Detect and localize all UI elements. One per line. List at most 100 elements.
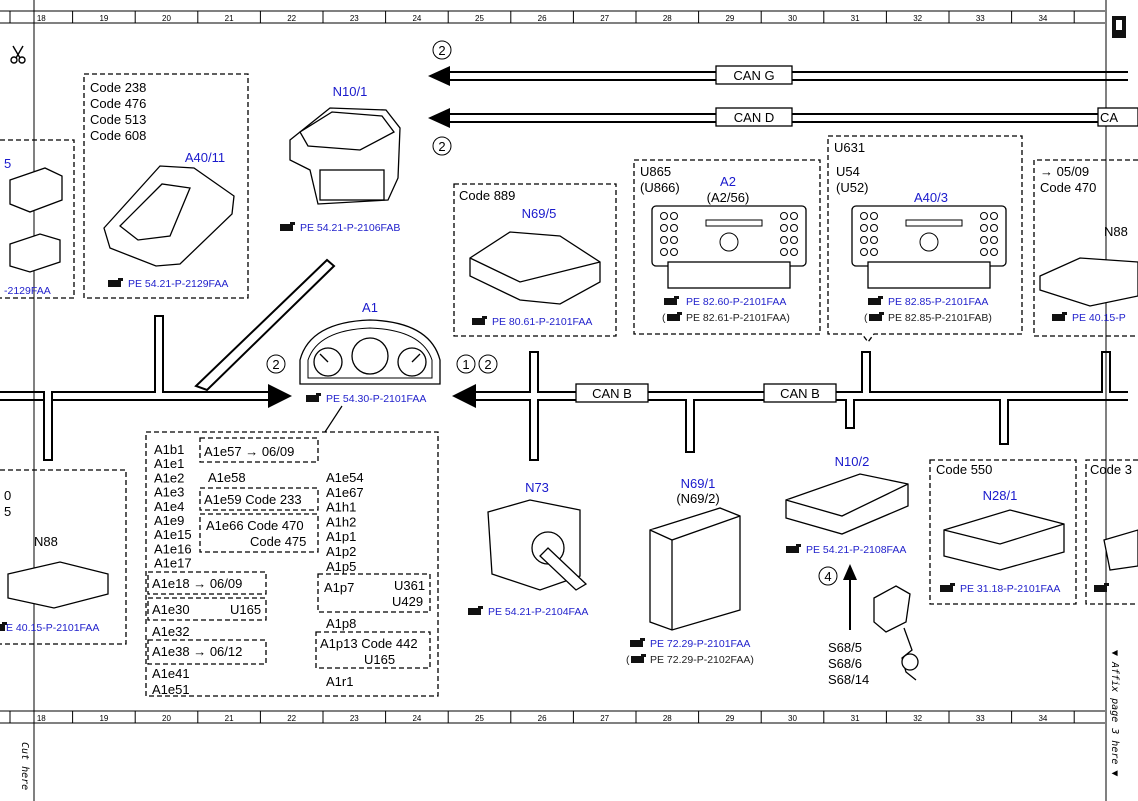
radio-button (780, 248, 788, 256)
n10-1-module: N10/1 PE 54.21-P-2106FAB (280, 84, 401, 234)
svg-text:A2: A2 (720, 174, 736, 189)
radio-display (905, 219, 963, 227)
grid-column-label: 21 (225, 14, 234, 23)
circle-n10-2: 4 (818, 566, 838, 586)
a40-11-module: Code 238 Code 476 Code 513 Code 608 A40/… (83, 73, 249, 299)
grid-column-label: 18 (37, 714, 46, 723)
grid-column-label: 21 (225, 714, 234, 723)
radio-button (980, 212, 988, 220)
svg-text:PE 54.21-P-2108FAA: PE 54.21-P-2108FAA (806, 544, 906, 556)
grid-column-label: 22 (287, 14, 296, 23)
grid-column-label: 34 (1038, 14, 1047, 23)
svg-text:S68/6: S68/6 (828, 656, 862, 671)
hand-icon (664, 296, 679, 305)
svg-text:N88: N88 (1104, 224, 1128, 239)
svg-text:A1e32: A1e32 (152, 624, 190, 639)
grid-column-label: 26 (538, 714, 547, 723)
svg-text:U165: U165 (364, 652, 395, 667)
radio-button (990, 248, 998, 256)
hand-icon (631, 654, 646, 663)
radio-button (790, 248, 798, 256)
svg-text:PE 54.30-P-2101FAA: PE 54.30-P-2101FAA (326, 393, 426, 405)
svg-text:A1e59 Code 233: A1e59 Code 233 (204, 492, 302, 507)
n73-module: N73 PE 54.21-P-2104FAA (468, 480, 588, 618)
svg-text:A1p13 Code 442: A1p13 Code 442 (320, 636, 418, 651)
svg-text:→ 05/09: → 05/09 (1040, 164, 1089, 179)
radio-button (860, 248, 868, 256)
svg-text:PE 82.85-P-2101FAA: PE 82.85-P-2101FAA (888, 296, 988, 308)
a1-list-item: A1p1 (326, 529, 356, 544)
radio-button (860, 236, 868, 244)
radio-button (980, 248, 988, 256)
svg-text:Code 470: Code 470 (1040, 180, 1096, 195)
svg-text:N28/1: N28/1 (983, 488, 1018, 503)
a40-3-module: U631 U54 (U52) A40/3 PE 82.85-P-2101FAA … (827, 135, 1023, 344)
svg-text:A40/11: A40/11 (185, 150, 225, 165)
radio-button (780, 236, 788, 244)
radio-display (705, 219, 763, 227)
grid-column-label: 34 (1038, 714, 1047, 723)
can-g-label: CAN G (733, 68, 774, 83)
a1-list-item: A1e1 (154, 456, 184, 471)
a1-list-item: A1p2 (326, 544, 356, 559)
n88-left-module: 0 5 N88 E 40.15-P-2101FAA (0, 469, 127, 645)
svg-text:N10/1: N10/1 (333, 84, 368, 99)
radio-button (790, 236, 798, 244)
hand-icon (472, 316, 487, 325)
grid-column-label: 26 (538, 14, 547, 23)
radio-button (870, 224, 878, 232)
radio-button (980, 236, 988, 244)
svg-text:S68/14: S68/14 (828, 672, 869, 687)
svg-text:N69/1: N69/1 (681, 476, 716, 491)
radio-button (660, 224, 668, 232)
svg-text:2: 2 (438, 139, 445, 154)
grid-column-label: 32 (913, 14, 922, 23)
hand-icon (108, 278, 123, 287)
radio-button (660, 236, 668, 244)
svg-text:A1r1: A1r1 (326, 674, 353, 689)
svg-text:2: 2 (272, 357, 279, 372)
radio-button (790, 224, 798, 232)
hand-icon (667, 312, 682, 321)
grid-column-label: 24 (412, 14, 421, 23)
hand-icon (306, 393, 321, 402)
svg-text:0: 0 (4, 488, 11, 503)
grid-column-label: 19 (99, 714, 108, 723)
grid-column-label: 31 (851, 14, 860, 23)
a1-component-list: A1b1A1e1A1e2A1e3A1e4A1e9A1e15A1e16A1e17 … (145, 431, 439, 697)
a2-module: U865 (U866) A2 (A2/56) PE 82.60-P-2101FA… (633, 159, 821, 335)
radio-button (990, 224, 998, 232)
grid-column-label: 30 (788, 14, 797, 23)
svg-text:A1e41: A1e41 (152, 666, 190, 681)
radio-button (780, 224, 788, 232)
a1-list-item: A1e67 (326, 485, 364, 500)
grid-column-label: 29 (725, 714, 734, 723)
n10-2-module: N10/2 PE 54.21-P-2108FAA 4 S68/5 S68/6 S… (785, 454, 919, 687)
svg-text:A1e66 Code 470: A1e66 Code 470 (206, 518, 304, 533)
svg-text:A1e51: A1e51 (152, 682, 190, 697)
svg-text:Code 238: Code 238 (90, 80, 146, 95)
grid-column-label: 27 (600, 714, 609, 723)
a1-list-item: A1h2 (326, 514, 356, 529)
svg-text:N69/5: N69/5 (522, 206, 557, 221)
a1-list-item: A1e15 (154, 527, 192, 542)
grid-column-label: 33 (976, 714, 985, 723)
svg-text:E 40.15-P-2101FAA: E 40.15-P-2101FAA (6, 622, 99, 634)
svg-text:Code 476: Code 476 (90, 96, 146, 111)
can-b-label-2: CAN B (780, 386, 820, 401)
svg-text:A1e38 → 06/12: A1e38 → 06/12 (152, 644, 242, 659)
grid-column-label: 18 (37, 14, 46, 23)
svg-text:A1: A1 (362, 300, 378, 315)
radio-button (670, 248, 678, 256)
can-b-bus: CAN B CAN B (452, 351, 1128, 461)
left-partial-module: 5 -2129FAA (0, 139, 75, 299)
svg-text:S68/5: S68/5 (828, 640, 862, 655)
svg-text:U165: U165 (230, 602, 261, 617)
hand-icon (869, 312, 884, 321)
radio-button (670, 236, 678, 244)
svg-text:5: 5 (4, 504, 11, 519)
hand-icon (786, 544, 801, 553)
radio-button (870, 248, 878, 256)
svg-text:(: ( (864, 312, 868, 324)
right-cut-module: Code 3 (1085, 459, 1138, 605)
